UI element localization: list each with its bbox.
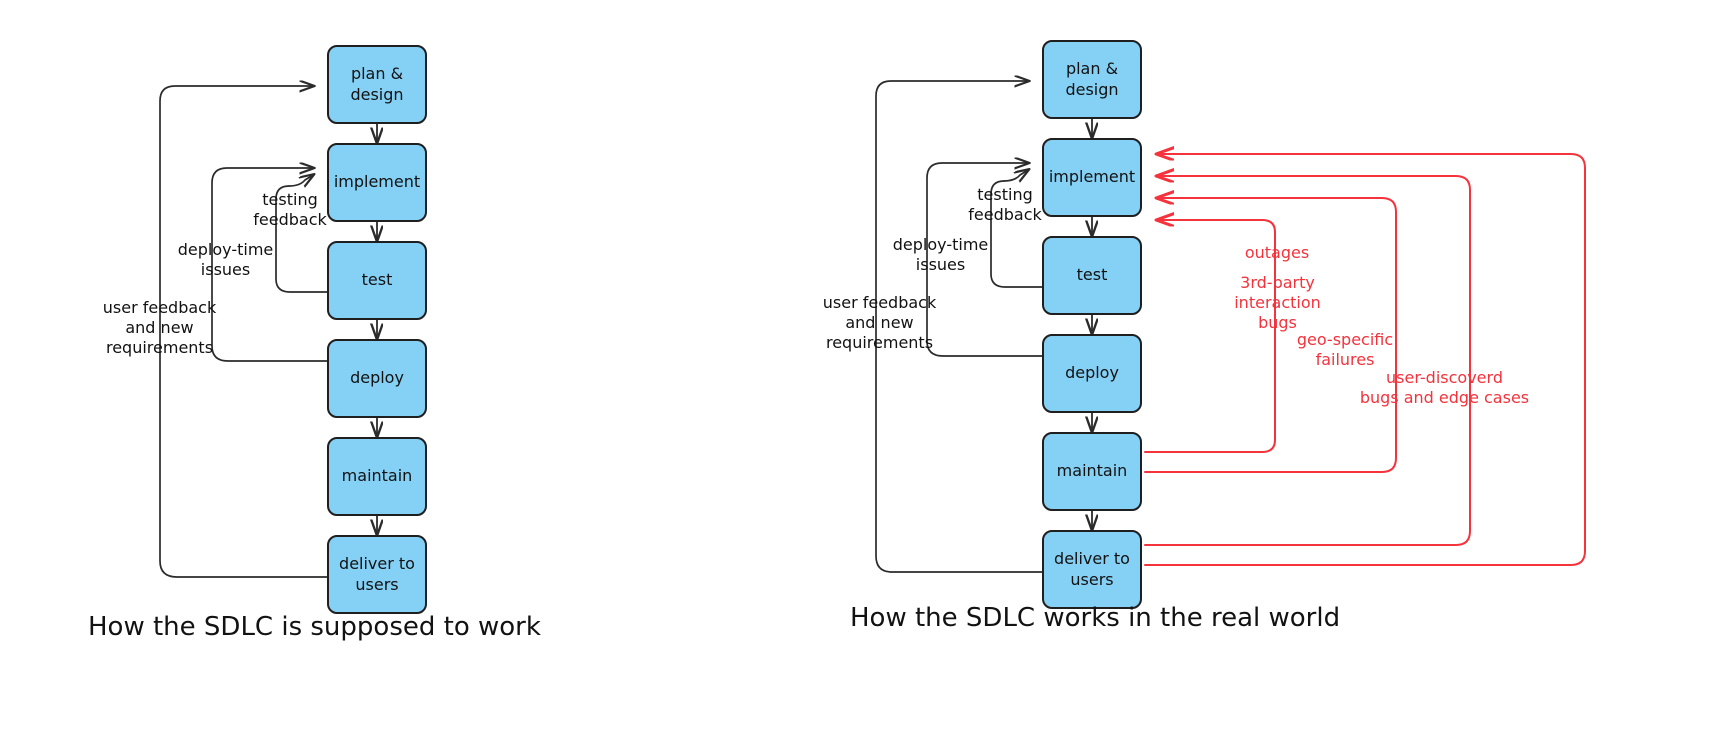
node-deliver-to-users[interactable]: deliver to users <box>327 535 427 614</box>
node-deploy[interactable]: deploy <box>327 339 427 418</box>
node-test-real[interactable]: test <box>1042 236 1142 315</box>
arrow-third-party-bugs <box>1144 198 1397 473</box>
edge-label-user-feedback: user feedback and new requirements <box>102 298 217 357</box>
node-maintain-real[interactable]: maintain <box>1042 432 1142 511</box>
arrow-user-feedback-loop-r <box>875 81 1046 573</box>
edge-label-user-feedback-real: user feedback and new requirements <box>822 293 937 352</box>
node-plan-and-design-real[interactable]: plan & design <box>1042 40 1142 119</box>
node-implement-real[interactable]: implement <box>1042 138 1142 217</box>
edge-label-user-discovered-bugs: user-discoverd bugs and edge cases <box>1359 368 1530 407</box>
arrow-outages <box>1144 220 1276 453</box>
left-feedback-arrows <box>159 86 331 578</box>
caption-ideal-sdlc: How the SDLC is supposed to work <box>88 612 541 642</box>
edge-label-deploy-time-issues: deploy-time issues <box>177 240 274 279</box>
arrow-testing-feedback-stem-r <box>990 180 1046 288</box>
edge-label-testing-feedback: testing feedback <box>253 190 327 229</box>
caption-real-world-sdlc: How the SDLC works in the real world <box>850 603 1341 633</box>
edge-label-geo-specific-failures: geo-specific failures <box>1296 330 1394 369</box>
arrow-user-feedback-loop <box>159 86 331 578</box>
node-maintain[interactable]: maintain <box>327 437 427 516</box>
arrow-deploy-time-issues-loop-r <box>926 163 1046 357</box>
arrow-deploy-time-issues-loop <box>211 168 331 362</box>
arrow-testing-feedback-head-r <box>1003 170 1028 181</box>
node-plan-and-design[interactable]: plan & design <box>327 45 427 124</box>
arrow-user-discovered-bugs <box>1144 154 1586 566</box>
arrow-testing-feedback-stem <box>275 185 331 293</box>
edge-label-deploy-time-issues-real: deploy-time issues <box>892 235 989 274</box>
arrow-geo-specific-failures <box>1144 176 1471 546</box>
edge-label-outages: outages <box>1244 243 1310 262</box>
right-feedback-arrows <box>875 81 1046 573</box>
node-deliver-to-users-real[interactable]: deliver to users <box>1042 530 1142 609</box>
node-implement[interactable]: implement <box>327 143 427 222</box>
red-chaos-arrows <box>1144 154 1586 566</box>
arrow-testing-feedback-head <box>288 175 313 186</box>
edge-label-third-party-bugs: 3rd-party interaction bugs <box>1234 273 1321 332</box>
node-test[interactable]: test <box>327 241 427 320</box>
edge-label-testing-feedback-real: testing feedback <box>968 185 1042 224</box>
node-deploy-real[interactable]: deploy <box>1042 334 1142 413</box>
